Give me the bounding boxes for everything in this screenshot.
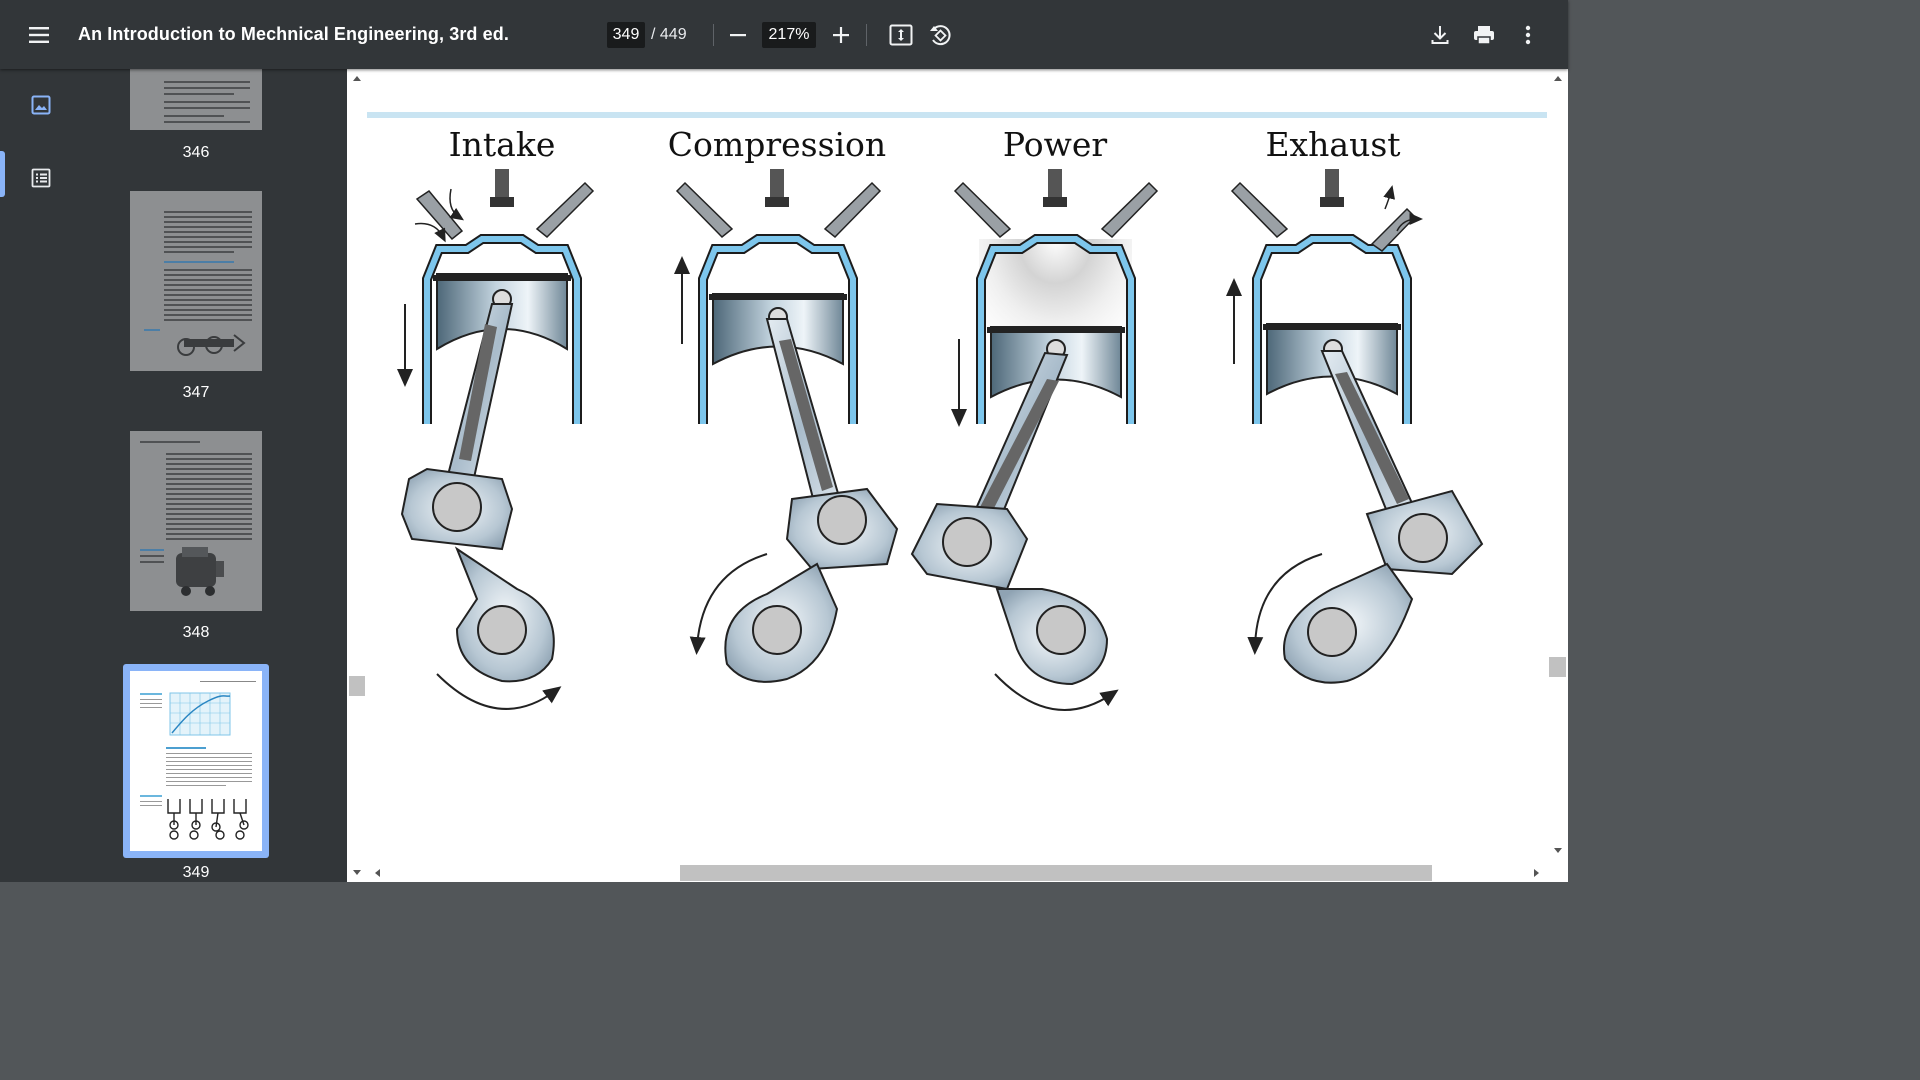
more-vert-icon — [1525, 25, 1531, 45]
page-header-rule — [367, 112, 1547, 118]
print-button[interactable] — [1466, 17, 1502, 53]
active-indicator — [0, 151, 5, 197]
thumbnail-label: 346 — [182, 144, 210, 161]
stroke-title-exhaust: Exhaust — [1265, 125, 1401, 164]
thumbnail-label: 348 — [182, 624, 210, 641]
minus-icon — [730, 34, 746, 37]
page-thumbnail[interactable] — [130, 191, 262, 371]
fit-page-icon — [889, 24, 913, 46]
scroll-down-icon[interactable] — [1553, 847, 1563, 855]
zoom-in-button[interactable] — [823, 17, 859, 53]
vertical-scroll-thumb[interactable] — [349, 676, 365, 696]
print-icon — [1474, 26, 1494, 45]
engine-compression — [674, 169, 899, 683]
scroll-left-icon[interactable] — [373, 868, 381, 878]
thumbnails-icon — [31, 95, 51, 115]
outline-icon — [31, 168, 51, 188]
thumbnail-label: 349 — [182, 864, 210, 881]
vertical-scroll-thumb[interactable] — [1549, 657, 1566, 677]
zoom-input[interactable]: 217% — [762, 22, 816, 48]
vertical-scrollbar[interactable] — [1547, 69, 1568, 882]
horizontal-scroll-thumb[interactable] — [680, 865, 1432, 881]
stroke-title-compression: Compression — [667, 125, 887, 164]
zoom-out-button[interactable] — [720, 17, 756, 53]
engine-power — [910, 169, 1159, 711]
left-gutter — [347, 69, 367, 882]
stroke-title-intake: Intake — [448, 125, 556, 164]
plus-icon — [833, 27, 849, 43]
pdf-toolbar: An Introduction to Mechnical Engineering… — [0, 0, 1568, 69]
outline-view-button[interactable] — [23, 160, 59, 196]
engine-exhaust — [1226, 169, 1484, 684]
download-button[interactable] — [1422, 17, 1458, 53]
page-thumbnail-current[interactable] — [130, 671, 262, 851]
thumbnail-label: 347 — [182, 384, 210, 401]
download-icon — [1431, 26, 1449, 44]
four-stroke-engine-figure — [397, 169, 1484, 711]
document-title: An Introduction to Mechnical Engineering… — [78, 24, 509, 44]
engine-intake — [397, 169, 595, 710]
page-thumbnail[interactable] — [130, 431, 262, 611]
rotate-button[interactable] — [922, 17, 958, 53]
rotate-icon — [930, 25, 951, 46]
scroll-up-icon[interactable] — [1553, 74, 1563, 82]
scroll-down-icon[interactable] — [352, 869, 362, 877]
scroll-right-icon[interactable] — [1533, 868, 1541, 878]
fit-to-page-button[interactable] — [883, 17, 919, 53]
thumbnails-view-button[interactable] — [23, 87, 59, 123]
toolbar-divider — [713, 24, 714, 46]
total-pages: / 449 — [651, 26, 687, 43]
thumbnail-sidebar: 346 347 — [0, 69, 347, 882]
pdf-page: Intake Compression Power Exhaust — [367, 69, 1547, 863]
stroke-title-power: Power — [1002, 125, 1108, 164]
horizontal-scrollbar[interactable] — [367, 863, 1547, 882]
toolbar-divider — [866, 24, 867, 46]
page-number-input[interactable]: 349 — [607, 22, 645, 48]
more-options-button[interactable] — [1510, 17, 1546, 53]
hamburger-menu-icon[interactable] — [21, 17, 57, 53]
scroll-up-icon[interactable] — [352, 74, 362, 82]
document-viewer: Intake Compression Power Exhaust — [347, 69, 1568, 882]
page-thumbnail[interactable] — [130, 69, 262, 130]
